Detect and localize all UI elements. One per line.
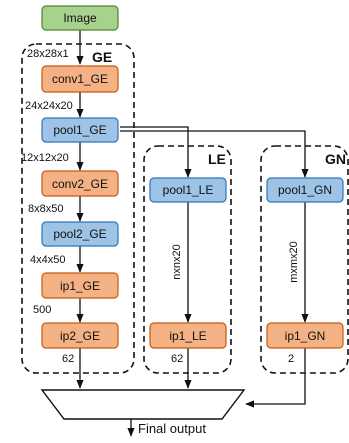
node-ip2-ge: ip2_GE: [41, 322, 119, 349]
group-le-label: LE: [208, 151, 226, 167]
node-conv2-ge: conv2_GE: [41, 170, 119, 197]
final-output-label: Final output: [138, 421, 206, 436]
node-pool1-le-label: pool1_LE: [163, 183, 214, 197]
dim-ip1-gn: 2: [288, 353, 294, 365]
node-ip1-ge-label: ip1_GE: [60, 279, 100, 293]
node-image-label: Image: [63, 11, 97, 25]
node-ip1-ge: ip1_GE: [41, 272, 119, 299]
edge-gn-to-merge: [245, 348, 306, 408]
dim-conv1: 24x24x20: [25, 100, 73, 112]
connectors: [76, 30, 309, 437]
node-pool1-gn: pool1_GN: [266, 177, 344, 203]
edge-pool1-to-le: [120, 126, 192, 178]
group-gn-label: GN: [325, 151, 346, 167]
edge-pool1-to-gn: [120, 130, 309, 178]
node-pool1-ge: pool1_GE: [41, 117, 119, 143]
node-pool1-ge-label: pool1_GE: [53, 123, 106, 137]
node-conv2-ge-label: conv2_GE: [52, 177, 108, 191]
node-ip1-le-label: ip1_LE: [169, 329, 206, 343]
node-ip1-le: ip1_LE: [149, 322, 227, 349]
dim-pool1: 12x12x20: [21, 152, 69, 164]
dim-gn-feature: mxmx20: [288, 241, 300, 283]
node-pool2-ge-label: pool2_GE: [53, 227, 106, 241]
dim-ip1-le: 62: [171, 353, 183, 365]
merge-trapezoid: [40, 389, 246, 420]
node-image: Image: [41, 5, 119, 31]
group-ge-box: [21, 43, 135, 374]
node-pool2-ge: pool2_GE: [41, 221, 119, 247]
dim-pool2: 4x4x50: [30, 254, 65, 266]
node-pool1-gn-label: pool1_GN: [278, 183, 332, 197]
node-pool1-le: pool1_LE: [149, 177, 227, 203]
dim-ip1: 500: [33, 304, 51, 316]
dim-ip2-ge: 62: [62, 353, 74, 365]
dim-le-feature: nxnx20: [171, 244, 183, 279]
node-conv1-ge: conv1_GE: [41, 65, 119, 93]
dim-conv2: 8x8x50: [28, 203, 63, 215]
group-ge-label: GE: [92, 49, 112, 65]
node-conv1-ge-label: conv1_GE: [52, 72, 108, 86]
node-ip1-gn: ip1_GN: [266, 322, 344, 349]
node-ip1-gn-label: ip1_GN: [285, 329, 326, 343]
node-ip2-ge-label: ip2_GE: [60, 329, 100, 343]
dim-input: 28x28x1: [27, 48, 69, 60]
